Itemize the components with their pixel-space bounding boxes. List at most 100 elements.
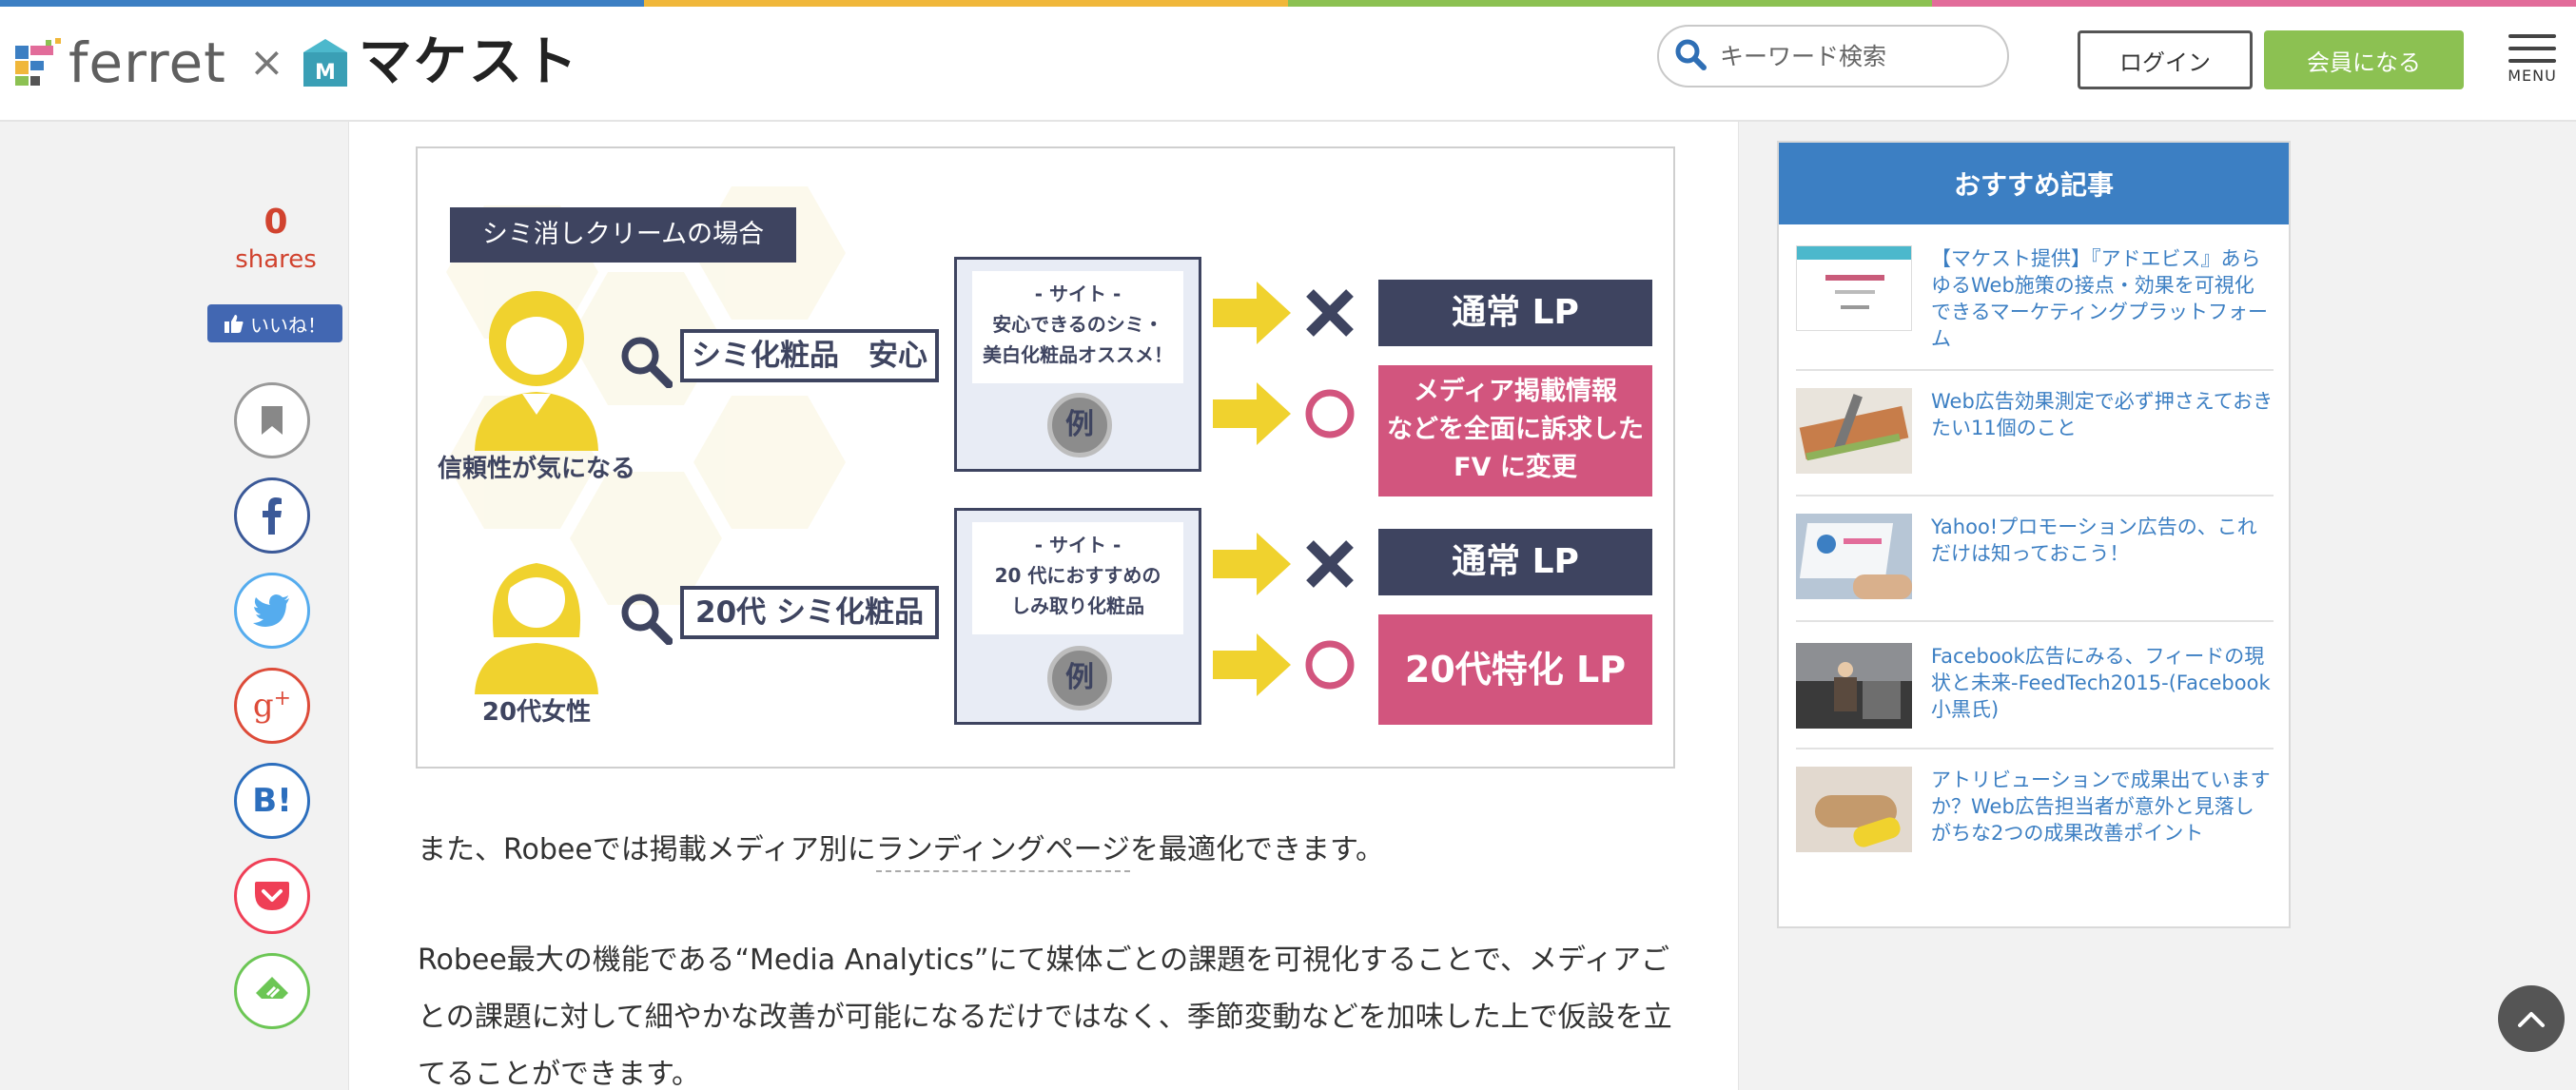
article-paragraph-1: また、Robeeでは掲載メディア別にランディングページを最適化できます。 [418, 822, 1384, 879]
arrow-icon [1213, 282, 1291, 348]
normal-lp-box-1: 通常 LP [1378, 280, 1652, 346]
feedly-icon [256, 977, 288, 999]
site-label-2: - サイト - [1034, 534, 1122, 556]
back-to-top-button[interactable] [2498, 985, 2565, 1052]
site-line2-2: しみ取り化粧品 [1011, 594, 1144, 617]
twitter-icon [253, 594, 289, 627]
article-column: シミ消しクリームの場合 信頼性が気になる シミ化粧品 安心 - サイト - 安心… [348, 122, 1739, 1090]
case-figure: シミ消しクリームの場合 信頼性が気になる シミ化粧品 安心 - サイト - 安心… [416, 146, 1675, 769]
facebook-like-button[interactable]: いいね！ [207, 304, 342, 342]
stripe-blue [0, 0, 644, 7]
recommended-item-title: アトリビューションで成果出ていますか？Web広告担当者が意外と見落しがちな2つの… [1931, 769, 2271, 845]
landing-page-link[interactable]: ランディングページ [875, 833, 1131, 872]
search-box[interactable] [1657, 25, 2009, 88]
divider [1796, 748, 2274, 749]
recommended-item-title: Facebook広告にみる、フィードの現状と未来-FeedTech2015-(F… [1931, 645, 2271, 721]
paragraph-2-line-1: Robee最大の機能である“Media Analytics”にて媒体ごとの課題を… [418, 944, 1669, 977]
site-panel-2: - サイト - 20 代におすすめの しみ取り化粧品 例 [954, 508, 1201, 725]
recommended-title: おすすめ記事 [1779, 143, 2289, 224]
search-input[interactable] [1720, 42, 1996, 70]
recommended-item[interactable]: アトリビューションで成果出ていますか？Web広告担当者が意外と見落しがちな2つの… [1796, 767, 2274, 852]
stripe-green [1288, 0, 1932, 7]
recommended-articles: おすすめ記事 【マケスト提供】『アドエビス』あらゆるWeb施策の接点・効果を可視… [1777, 141, 2291, 928]
hatena-icon: B! [252, 782, 292, 820]
like-label: いいね！ [250, 313, 326, 337]
hamburger-icon-line [2508, 47, 2556, 50]
site-header: ferret × M マケスト ログイン 会員になる MENU [0, 0, 2576, 122]
facebook-share-button[interactable] [234, 477, 310, 554]
recommended-item[interactable]: Web広告効果測定で必ず押さえておきたい11個のこと [1796, 388, 2274, 474]
menu-label: MENU [2508, 67, 2557, 85]
site-card-1: - サイト - 安心できるのシミ・ 美白化粧品オススメ！ [972, 271, 1183, 383]
recommended-item-title: Web広告効果測定で必ず押さえておきたい11個のこと [1931, 390, 2274, 439]
persona-icon-2 [465, 533, 608, 694]
paragraph-1-text-after: を最適化できます。 [1130, 833, 1385, 866]
site-card-2: - サイト - 20 代におすすめの しみ取り化粧品 [972, 522, 1183, 634]
persona-icon-1 [465, 289, 608, 451]
improved-line1: メディア掲載情報 [1413, 377, 1618, 406]
improved-lp-box-1: メディア掲載情報 などを全面に訴求した FV に変更 [1378, 365, 1652, 496]
ferret-wordmark: ferret [68, 30, 226, 95]
example-badge-2: 例 [1047, 646, 1112, 710]
stripe-pink [1932, 0, 2576, 7]
case-title: シミ消しクリームの場合 [450, 207, 796, 263]
join-button[interactable]: 会員になる [2264, 30, 2464, 89]
hamburger-icon-line [2508, 59, 2556, 63]
share-count: 0 [263, 203, 288, 242]
magnifier-icon [619, 335, 673, 392]
article-thumbnail [1796, 245, 1912, 331]
thumbs-up-icon [224, 315, 244, 333]
arrow-icon [1213, 633, 1291, 700]
google-plus-icon: g+ [252, 687, 292, 725]
google-plus-share-button[interactable]: g+ [234, 668, 310, 744]
pocket-icon [255, 882, 289, 910]
hatena-bookmark-button[interactable]: B! [234, 763, 310, 839]
paragraph-1-text-before: また、Robeeでは掲載メディア別に [418, 833, 876, 866]
divider [1796, 369, 2274, 371]
feedly-button[interactable] [234, 953, 310, 1029]
divider [1796, 620, 2274, 622]
maqest-wordmark: マケスト [358, 31, 579, 93]
svg-text:M: M [315, 61, 336, 85]
chevron-up-icon [2518, 1012, 2545, 1027]
recommended-item-title: Yahoo!プロモーション広告の、これだけは知っておこう！ [1931, 516, 2257, 565]
cross-icon [1304, 287, 1356, 342]
circle-icon [1304, 639, 1356, 694]
circle-icon [1304, 388, 1356, 443]
article-thumbnail [1796, 767, 1912, 852]
site-line1-2: 20 代におすすめの [994, 564, 1161, 587]
site-panel-1: - サイト - 安心できるのシミ・ 美白化粧品オススメ！ 例 [954, 257, 1201, 472]
recommended-item[interactable]: Yahoo!プロモーション広告の、これだけは知っておこう！ [1796, 514, 2274, 599]
magnifier-icon [619, 592, 673, 649]
search-icon [1674, 38, 1707, 74]
persona-label-1: 信頼性が気になる [437, 455, 635, 483]
example-badge-1: 例 [1047, 393, 1112, 457]
header-color-stripe [0, 0, 2576, 7]
login-button[interactable]: ログイン [2078, 30, 2253, 89]
menu-button[interactable]: MENU [2504, 34, 2561, 101]
keyword-box-1: シミ化粧品 安心 [680, 329, 939, 382]
brand-separator: × [248, 38, 284, 87]
twitter-share-button[interactable] [234, 573, 310, 649]
article-thumbnail [1796, 643, 1912, 729]
persona-label-2: 20代女性 [481, 698, 592, 727]
pocket-button[interactable] [234, 858, 310, 934]
bookmark-button[interactable] [234, 382, 310, 458]
facebook-icon [263, 497, 282, 535]
hamburger-icon [2508, 34, 2556, 38]
site-line2-1: 美白化粧品オススメ！ [983, 343, 1173, 366]
article-paragraph-2: Robee最大の機能である“Media Analytics”にて媒体ごとの課題を… [418, 932, 1672, 1090]
site-logo[interactable]: ferret × M マケスト [13, 34, 579, 91]
maqest-logo-icon: M [302, 39, 347, 87]
recommended-item[interactable]: Facebook広告にみる、フィードの現状と未来-FeedTech2015-(F… [1796, 643, 2274, 729]
divider [1796, 495, 2274, 496]
share-count-label: shares [235, 245, 317, 274]
recommended-item[interactable]: 【マケスト提供】『アドエビス』あらゆるWeb施策の接点・効果を可視化できるマーケ… [1796, 245, 2274, 352]
improved-line2: などを全面に訴求した [1387, 415, 1644, 444]
normal-lp-box-2: 通常 LP [1378, 529, 1652, 595]
keyword-box-2: 20代 シミ化粧品 [680, 586, 939, 639]
ferret-logo-icon [13, 38, 63, 88]
site-line1-1: 安心できるのシミ・ [992, 313, 1163, 336]
improved-lp-box-2: 20代特化 LP [1378, 614, 1652, 725]
article-thumbnail [1796, 388, 1912, 474]
